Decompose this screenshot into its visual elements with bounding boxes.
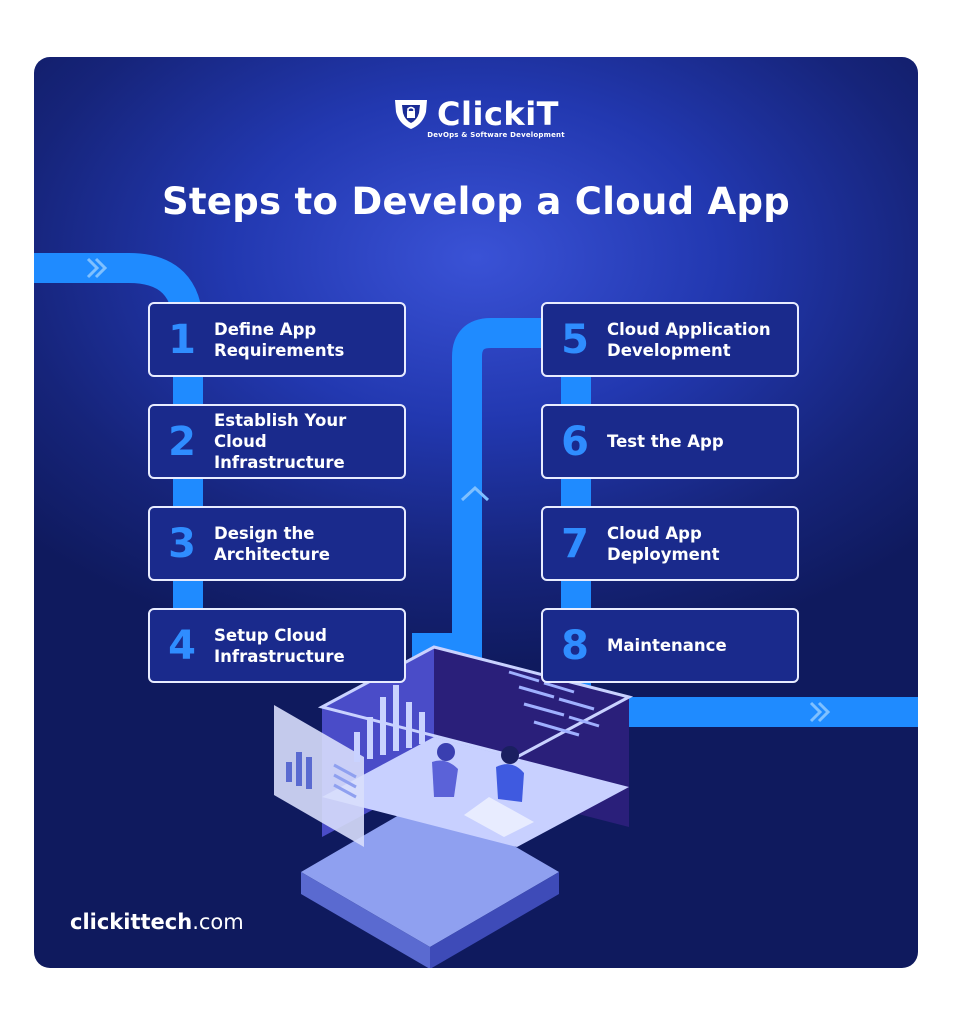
step-label: Define App Requirements (214, 319, 345, 360)
step-label: Cloud Application Development (607, 319, 771, 360)
step-number: 3 (168, 520, 196, 567)
brand-name: ClickiT (437, 95, 559, 133)
step-8-box: 8 Maintenance (541, 608, 799, 683)
brand-header: ClickiT DevOps & Software Development (34, 95, 918, 139)
step-number: 2 (168, 418, 196, 465)
step-label: Test the App (607, 432, 724, 451)
footer-domain-suffix: .com (192, 910, 244, 934)
chevron-right-icon (86, 257, 100, 279)
step-7-box: 7 Cloud App Deployment (541, 506, 799, 581)
step-number: 8 (561, 622, 589, 669)
shield-logo-icon (395, 100, 428, 129)
step-4-box: 4 Setup Cloud Infrastructure (148, 608, 406, 683)
footer-domain-bold: clickittech (70, 910, 193, 934)
step-number: 1 (168, 316, 196, 363)
page-title: Steps to Develop a Cloud App (161, 180, 791, 223)
flow-path (34, 253, 918, 968)
step-label: Design the Architecture (214, 523, 330, 564)
step-label: Cloud App Deployment (607, 523, 720, 564)
brand-tagline: DevOps & Software Development (427, 131, 565, 139)
step-number: 6 (561, 418, 589, 465)
footer-domain[interactable]: clickittech.com (70, 910, 244, 934)
step-2-box: 2 Establish Your Cloud Infrastructure (148, 404, 406, 479)
step-number: 4 (168, 622, 196, 669)
step-6-box: 6 Test the App (541, 404, 799, 479)
step-label: Maintenance (607, 636, 727, 655)
step-label: Establish Your Cloud Infrastructure (214, 411, 347, 472)
step-label: Setup Cloud Infrastructure (214, 625, 345, 666)
step-number: 5 (561, 316, 589, 363)
office-illustration (274, 645, 634, 968)
step-number: 7 (561, 520, 589, 567)
step-5-box: 5 Cloud Application Development (541, 302, 799, 377)
chevron-up-icon (460, 485, 490, 502)
infographic-card: ClickiT DevOps & Software Development St… (34, 57, 918, 968)
step-3-box: 3 Design the Architecture (148, 506, 406, 581)
step-1-box: 1 Define App Requirements (148, 302, 406, 377)
